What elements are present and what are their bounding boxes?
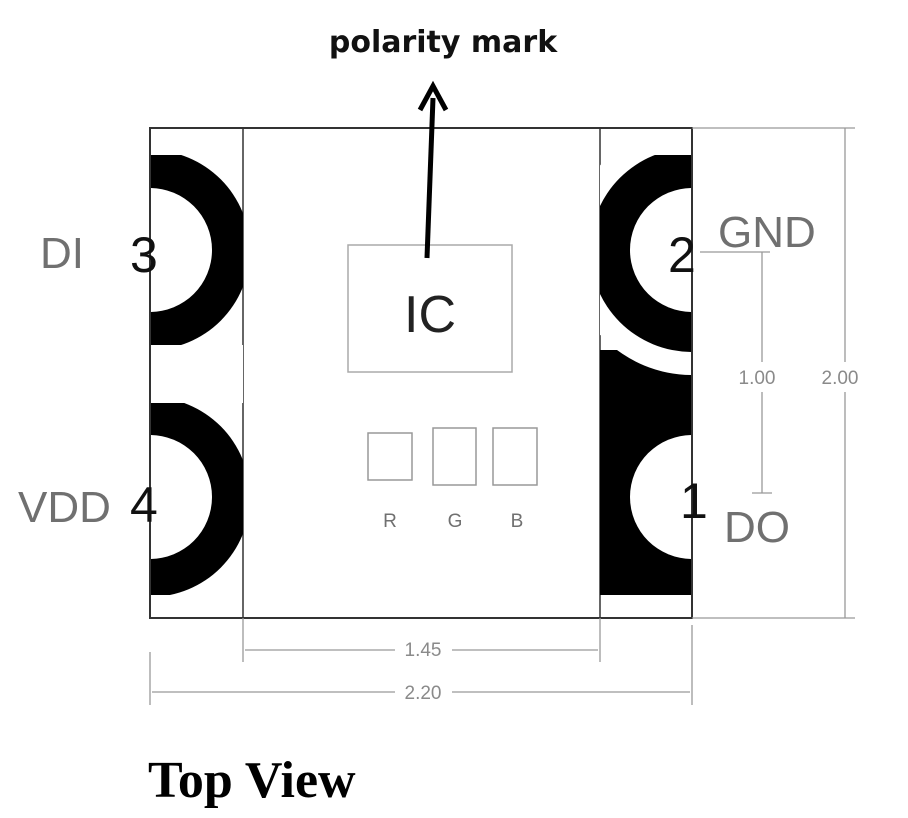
polarity-mark-label: polarity mark: [329, 25, 558, 60]
led-red-box: [367, 432, 413, 481]
dimension-inner-width: [242, 618, 601, 662]
polarity-arrow: [424, 97, 436, 259]
dimension-pin-pitch: [700, 251, 772, 494]
view-caption: Top View: [148, 752, 356, 809]
pin-name-vdd: VDD: [18, 483, 111, 532]
dimension-pin-pitch-label: 1.00: [739, 368, 776, 389]
pin-number-3: 3: [130, 227, 158, 283]
ic-box: [347, 244, 513, 373]
pin-name-do: DO: [724, 503, 790, 552]
pin-number-1: 1: [680, 473, 708, 529]
pad-2: [600, 155, 691, 352]
pad-4: [151, 397, 243, 595]
pin-number-4: 4: [130, 477, 158, 533]
dimension-height-label: 2.00: [822, 368, 859, 389]
dimension-width: [149, 625, 693, 705]
led-label-r: R: [383, 511, 397, 532]
pin-name-gnd: GND: [718, 208, 816, 257]
dimension-inner-width-label: 1.45: [405, 640, 442, 661]
pin-number-2: 2: [668, 227, 696, 283]
led-green-box: [432, 427, 477, 486]
led-blue-box: [492, 427, 538, 486]
pad-3: [151, 155, 243, 350]
led-label-g: G: [448, 511, 463, 532]
pin-name-di: DI: [40, 229, 84, 278]
led-label-b: B: [511, 511, 524, 532]
dimension-height: [692, 127, 855, 619]
arrow-head-icon: [417, 80, 449, 112]
ic-label: IC: [404, 286, 456, 344]
dimension-width-label: 2.20: [405, 683, 442, 704]
